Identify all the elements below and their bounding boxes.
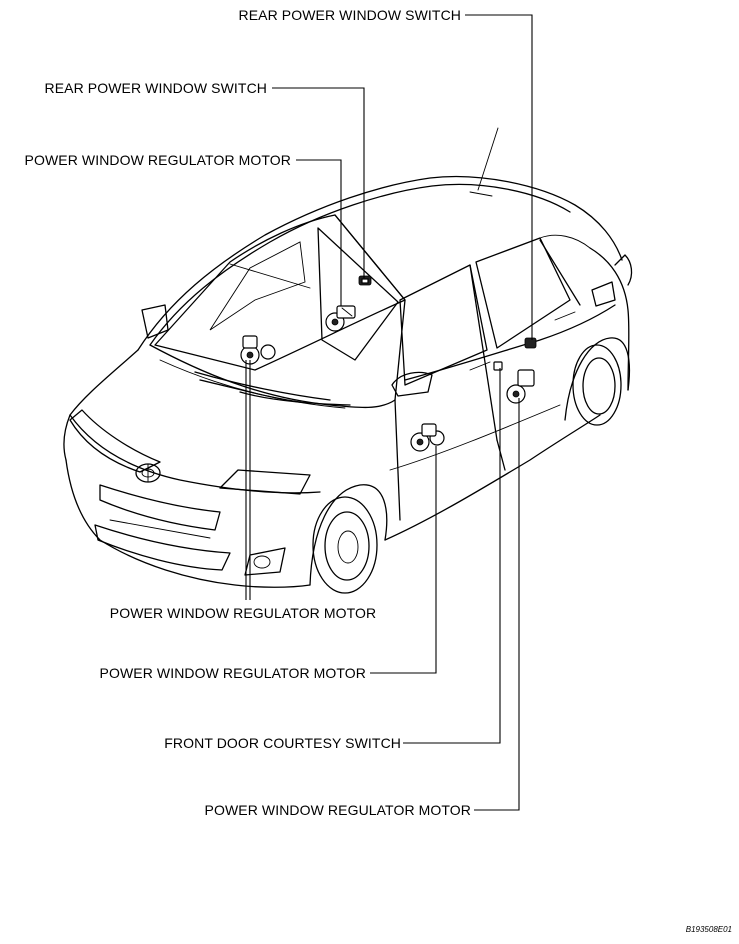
label-power-window-regulator-motor-rear-right: POWER WINDOW REGULATOR MOTOR [205,802,471,818]
component-regulator-motor-rear-right [506,369,535,404]
component-front-door-courtesy-switch [493,361,503,371]
label-front-door-courtesy-switch: FRONT DOOR COURTESY SWITCH [164,735,401,751]
component-rear-power-window-switch-left [358,275,372,286]
leader-front-door-courtesy-switch [403,368,501,744]
leader-regulator-motor-rear-right [474,398,520,811]
component-regulator-motor-rear-left [325,305,356,332]
leader-lines [245,14,533,811]
leader-regulator-motor-rear-left [296,159,342,306]
leader-rear-switch-left [272,87,365,278]
component-regulator-motor-front-right [410,423,445,452]
figure-code: B193508E01 [686,925,732,934]
car-illustration [63,127,633,594]
component-regulator-motor-front-left [240,335,276,365]
component-rear-power-window-switch-right [524,337,537,349]
label-power-window-regulator-motor-front-right: POWER WINDOW REGULATOR MOTOR [100,665,366,681]
leader-rear-switch-right [465,14,533,340]
label-power-window-regulator-motor-front-left: POWER WINDOW REGULATOR MOTOR [110,605,376,621]
label-rear-power-window-switch-left: REAR POWER WINDOW SWITCH [45,80,268,96]
label-power-window-regulator-motor-rear-left: POWER WINDOW REGULATOR MOTOR [25,152,291,168]
leader-regulator-motor-front-right [370,446,437,674]
label-rear-power-window-switch-right: REAR POWER WINDOW SWITCH [239,7,462,23]
